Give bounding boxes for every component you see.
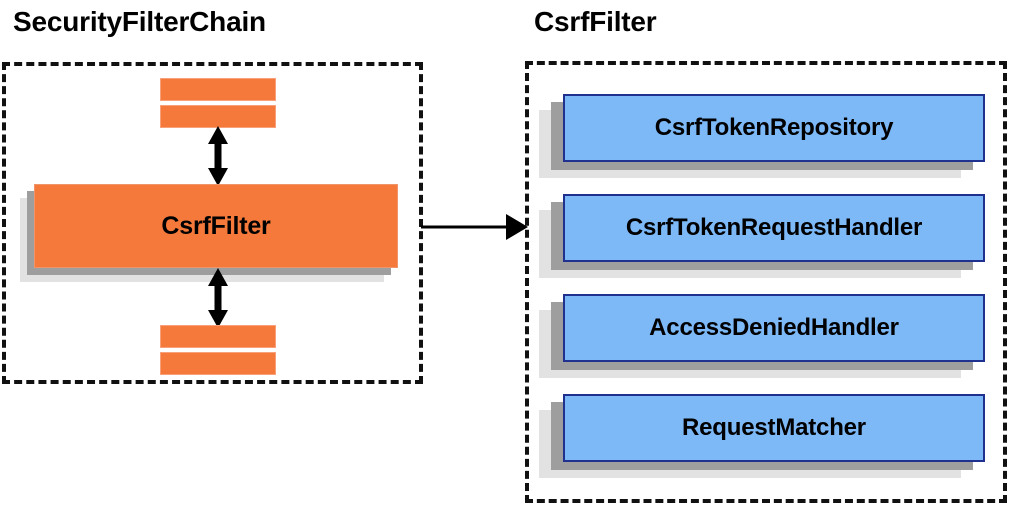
collaborator-label-csrf-token-request-handler: CsrfTokenRequestHandler — [625, 214, 923, 241]
filter-bar-below-1 — [160, 325, 276, 348]
collaborator-box-access-denied-handler[interactable]: AccessDeniedHandler — [563, 294, 985, 362]
csrf-filter-box-label: CsrfFilter — [161, 211, 271, 240]
collaborator-box-request-matcher[interactable]: RequestMatcher — [563, 394, 985, 462]
csrf-filter-container — [525, 61, 1007, 503]
filter-bar-above-2 — [160, 105, 276, 128]
filter-bar-below-2 — [160, 352, 276, 375]
collaborator-box-csrf-token-repository[interactable]: CsrfTokenRepository — [563, 94, 985, 162]
security-filter-chain-container — [2, 62, 423, 384]
filter-bar-above-1 — [160, 78, 276, 101]
panel-title-security-filter-chain: SecurityFilterChain — [13, 6, 266, 37]
double-arrow-above-icon — [208, 126, 228, 186]
double-arrow-below-icon — [208, 268, 228, 328]
collaborator-box-csrf-token-request-handler[interactable]: CsrfTokenRequestHandler — [563, 194, 985, 262]
csrf-filter-box[interactable]: CsrfFilter — [34, 184, 398, 268]
panel-title-csrf-filter: CsrfFilter — [534, 6, 657, 37]
chain-to-csrf-arrow-icon — [421, 214, 528, 240]
collaborator-label-request-matcher: RequestMatcher — [682, 414, 866, 441]
collaborator-label-access-denied-handler: AccessDeniedHandler — [649, 314, 899, 341]
collaborator-label-csrf-token-repository: CsrfTokenRepository — [654, 114, 894, 141]
